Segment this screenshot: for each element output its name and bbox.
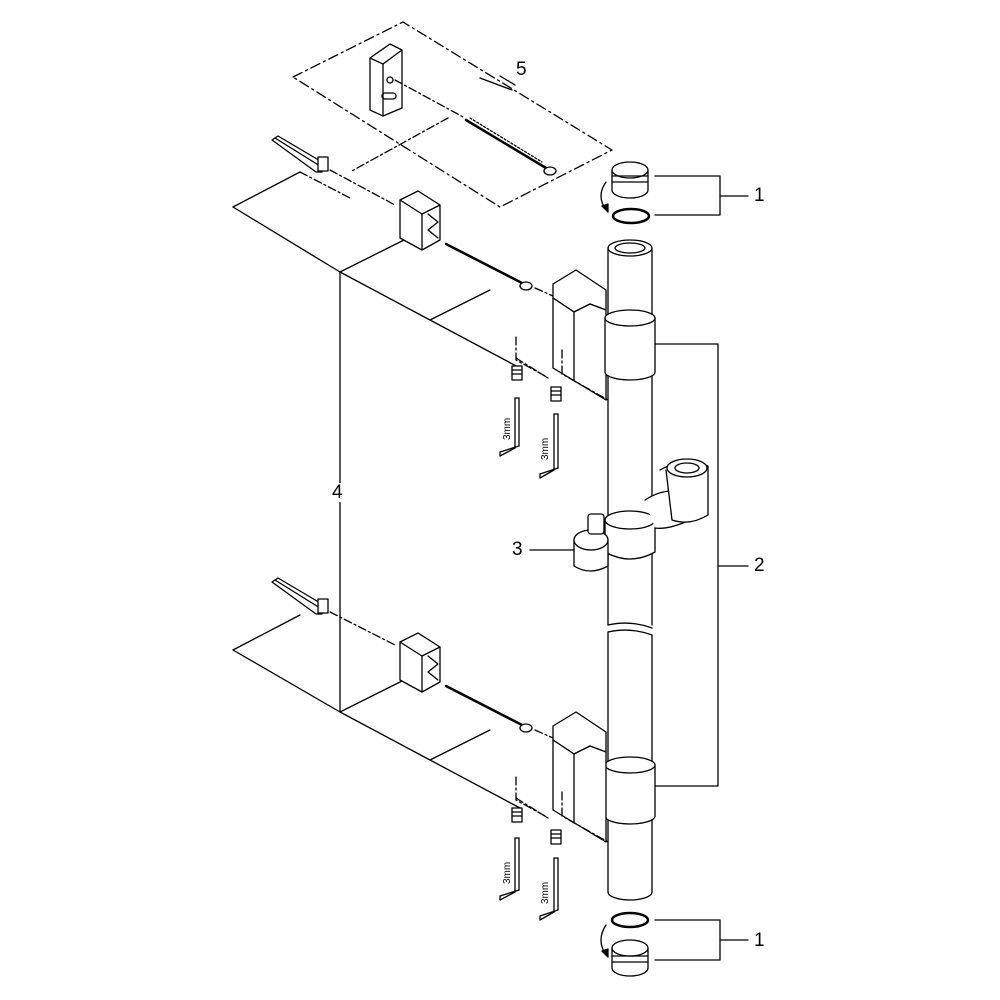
callout-1-top: 1 xyxy=(754,185,765,206)
slide-rail xyxy=(604,239,656,901)
callout-1-bottom: 1 xyxy=(754,930,765,951)
setscrew-3 xyxy=(511,807,523,823)
hex-key-size-3: 3mm xyxy=(502,861,513,884)
hex-key-4 xyxy=(539,857,559,921)
screw-top xyxy=(444,242,554,297)
wall-lines-bottom xyxy=(232,614,521,809)
setscrew-guide-bottom xyxy=(515,776,609,843)
slider-holder xyxy=(573,458,709,572)
leaders xyxy=(479,75,749,961)
wall-anchor-bottom xyxy=(271,577,396,646)
callout-3: 3 xyxy=(512,539,523,560)
setscrew-guide-top xyxy=(515,336,609,401)
hex-key-1 xyxy=(499,397,520,457)
end-cap-bottom xyxy=(600,911,650,977)
screw-bottom xyxy=(444,684,554,739)
setscrew-2 xyxy=(550,386,562,402)
rail-holder-bottom xyxy=(552,711,607,843)
end-cap-top xyxy=(600,161,651,225)
hex-key-3 xyxy=(499,837,520,901)
setscrew-1 xyxy=(511,365,523,381)
long-screw-5 xyxy=(464,117,557,176)
hex-key-2 xyxy=(539,413,559,479)
callout-5: 5 xyxy=(516,59,527,80)
rail-holder-top xyxy=(552,269,607,401)
spacer-block xyxy=(369,43,403,117)
hex-key-size-2: 3mm xyxy=(540,437,551,460)
callout-2: 2 xyxy=(754,555,765,576)
wall-lines-top xyxy=(232,117,521,369)
wall-bracket-bottom xyxy=(399,632,441,693)
wall-bracket-top xyxy=(399,190,441,251)
wall-anchor-top xyxy=(271,135,396,206)
kit-box-5 xyxy=(292,21,613,208)
hex-key-size-4: 3mm xyxy=(540,881,551,904)
setscrew-4 xyxy=(550,829,562,845)
hex-key-size-1: 3mm xyxy=(502,417,513,440)
callout-4: 4 xyxy=(330,482,345,503)
